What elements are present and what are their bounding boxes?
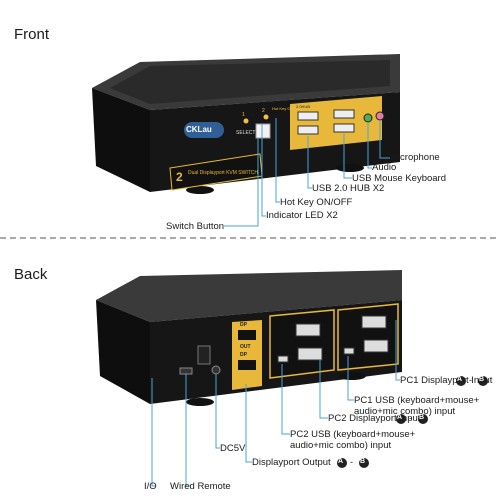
badge-a-2: A (397, 414, 403, 421)
badge-a-3: A (338, 458, 344, 465)
model-badge-number: 2 (176, 170, 183, 184)
callout-pc1-dp: PC1 Displayport Input (400, 375, 492, 386)
callout-dp-output: Displayport Output (252, 457, 331, 468)
dc-jack (211, 365, 221, 375)
badges (337, 376, 488, 468)
dp-out-label: OUT (240, 344, 251, 350)
audio-jack (363, 113, 373, 123)
callout-microphone: Microphone (390, 152, 440, 163)
back-left-side (96, 300, 150, 404)
callout-pc1-usb-2: audio+mic combo) input (354, 406, 456, 417)
badge-a-1: A (457, 376, 463, 383)
front-usb-hub-1 (297, 111, 319, 121)
pc1-panel (337, 303, 399, 371)
mic-jack (375, 111, 385, 121)
front-gold-panel (290, 96, 382, 150)
switch-button-shape (255, 123, 271, 139)
hotkey-label-device: Hot Key ON/OFF (272, 106, 303, 111)
callout-usb-mouse-keyboard: USB Mouse Keyboard (352, 173, 446, 184)
front-device (92, 54, 400, 194)
usb-hub-label-device: 2.0HUB (296, 104, 311, 109)
model-badge-text: Dual Displayport KVM SWITCH (188, 170, 259, 176)
led-1 (243, 118, 249, 124)
callout-pc2-dp: PC2 Displayport Input (328, 413, 421, 424)
callout-hotkey: Hot Key ON/OFF (280, 197, 353, 208)
badge-b-1: B (479, 376, 485, 383)
callout-dc5v: DC5V (220, 443, 246, 454)
power-switch (197, 345, 211, 365)
callout-audio: Audio (372, 162, 397, 173)
pc2-panel (269, 309, 335, 379)
pc1-usb-port (343, 347, 355, 355)
pc2-dp-port-b (297, 347, 323, 361)
select-label: SELECT (236, 130, 256, 136)
led-number-2: 2 (262, 108, 265, 114)
callout-pc1-usb-1: PC1 USB (keyboard+mouse+ (354, 395, 480, 406)
front-usb-kb-2 (333, 123, 355, 133)
badge-dash-3: - (350, 457, 353, 467)
callout-pc2-usb-2: audio+mic combo) input (290, 440, 392, 451)
callout-switch-button: Switch Button (166, 221, 225, 232)
callout-pc2-usb-1: PC2 USB (keyboard+mouse+ (290, 429, 416, 440)
pc1-dp-port-b (363, 339, 389, 353)
brand-logo-bg (184, 122, 224, 138)
badge-b-3: B (360, 458, 366, 465)
front-leaders (224, 118, 390, 227)
pc2-usb-port (277, 355, 289, 363)
pc1-dp-port-a (361, 315, 387, 329)
callout-indicator-led: Indicator LED X2 (266, 210, 338, 221)
callout-pc1-dp-text: PC1 Displayport Input (400, 375, 493, 386)
back-title: Back (14, 266, 48, 283)
callout-usb-hub: USB 2.0 HUB X2 (312, 183, 385, 194)
brand-logo: CKLau (186, 125, 212, 134)
led-2 (263, 114, 269, 120)
callout-io: I/O (144, 481, 157, 492)
badge-dash-2: - (409, 413, 412, 423)
front-left-side (92, 88, 150, 192)
back-leaders (151, 320, 400, 487)
led-number-1: 1 (242, 112, 245, 118)
dp-in-label-1: DP (240, 322, 247, 328)
badge-dash-1: - (469, 375, 472, 385)
badge-b-2: B (419, 414, 425, 421)
front-title: Front (14, 26, 50, 43)
dp-in-label-2: DP (240, 352, 247, 358)
remote-port (179, 367, 193, 375)
back-top-surface (96, 270, 402, 322)
front-usb-kb-1 (333, 109, 355, 119)
callout-wired-remote: Wired Remote (170, 481, 231, 492)
pc2-dp-port-a (295, 323, 321, 337)
front-usb-hub-2 (297, 125, 319, 135)
back-device (96, 270, 402, 406)
